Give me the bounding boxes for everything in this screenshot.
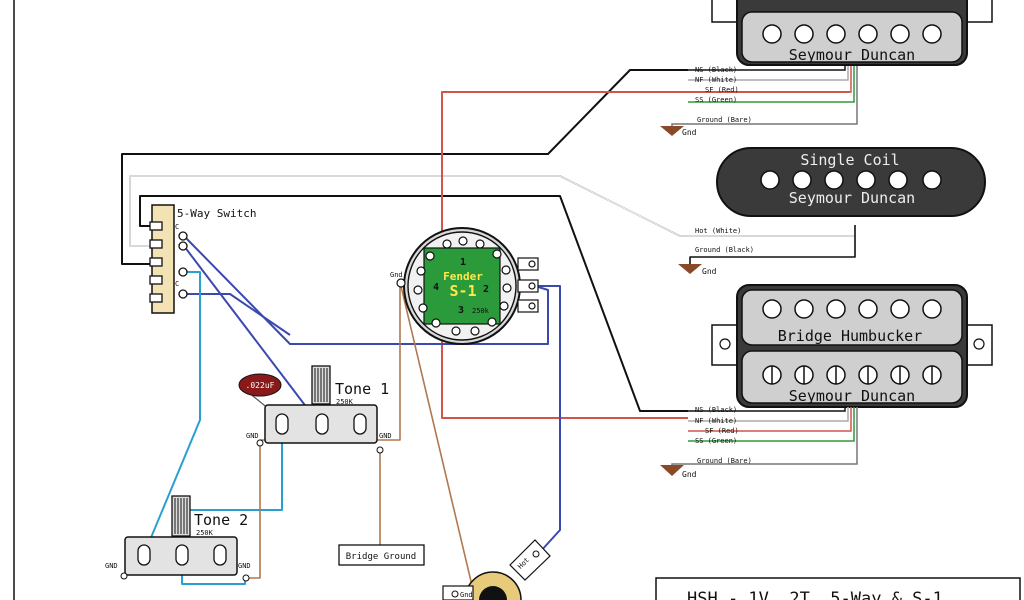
s1-gnd-label: Gnd <box>390 271 403 279</box>
middle-title: Single Coil <box>800 151 899 169</box>
switch-lugs-right <box>178 231 188 299</box>
five-way-switch: 5-Way Switch C C <box>149 204 256 314</box>
tone1-gnd-right: GND <box>379 432 392 440</box>
bridge-brand: Seymour Duncan <box>789 387 915 405</box>
bridge-pole-pieces-bottom <box>762 365 942 385</box>
tone2-pot: Tone 2 250K GND GND <box>105 495 251 582</box>
svg-text:NF (White): NF (White) <box>695 76 737 84</box>
tone2-gnd-right: GND <box>238 562 251 570</box>
switch-lugs-left <box>149 221 163 303</box>
middle-gnd-label: Gnd <box>702 267 717 276</box>
capacitor-body <box>238 373 282 397</box>
jack-hot-tab <box>509 539 551 581</box>
s1-gnd-lug <box>396 278 406 288</box>
middle-cover <box>716 147 986 217</box>
output-jack: Gnd Hot <box>442 539 551 600</box>
switch-label: 5-Way Switch <box>177 207 256 220</box>
jack-gnd-label: Gnd <box>460 591 473 599</box>
capacitor: .022uF <box>238 373 282 397</box>
svg-text:SF (Red): SF (Red) <box>705 86 739 94</box>
neck-gnd-label: Gnd <box>682 128 697 137</box>
middle-ground-label: Ground (Black) <box>695 246 754 254</box>
tone1-lugs <box>275 413 367 435</box>
ground-icon <box>660 465 684 476</box>
s1-lugs <box>413 236 512 336</box>
middle-single-coil: Single Coil Seymour Duncan <box>716 147 986 217</box>
tone1-label: Tone 1 <box>335 380 389 398</box>
s1-name: S-1 <box>449 282 476 300</box>
s1-value: 250k <box>472 307 490 315</box>
svg-text:NF (White): NF (White) <box>695 417 737 425</box>
tone2-label: Tone 2 <box>194 511 248 529</box>
tone2-gnd-left: GND <box>105 562 118 570</box>
title-text: HSH - 1V, 2T, 5-Way & S-1 <box>687 589 943 600</box>
bridge-ground-label: Bridge Ground <box>346 552 416 562</box>
bridge-ground-box: Bridge Ground <box>338 544 425 566</box>
neck-coil <box>741 11 963 63</box>
s1-num-1: 1 <box>460 257 466 268</box>
neck-wire-labels: NS (Black) NF (White) SF (Red) SS (Green… <box>695 66 752 124</box>
s1-brand: Fender <box>443 270 483 283</box>
wire-blue-2 <box>183 245 321 426</box>
wire-middle-white-inner <box>129 175 855 247</box>
wire-middle-ground <box>689 225 856 264</box>
middle-brand: Seymour Duncan <box>789 189 915 207</box>
middle-pole-pieces <box>760 170 942 190</box>
middle-hot-label: Hot (White) <box>695 227 741 235</box>
tone1-gnd-left: GND <box>246 432 259 440</box>
neck-pole-pieces <box>762 24 942 44</box>
switch-c-label-1: C <box>175 223 179 231</box>
bridge-pole-pieces-top <box>762 299 942 319</box>
bridge-humbucker: Bridge Humbucker Seymour Duncan <box>711 284 993 408</box>
ground-icon <box>678 264 702 274</box>
wire-cyan-1 <box>144 271 201 553</box>
tone1-value: 250K <box>336 398 354 406</box>
bridge-title: Bridge Humbucker <box>778 327 923 345</box>
ground-icon <box>660 126 684 136</box>
s1-num-4: 4 <box>433 282 439 293</box>
svg-text:SS (Green): SS (Green) <box>695 437 737 445</box>
wire-blue-1 <box>183 235 549 345</box>
svg-text:Ground (Bare): Ground (Bare) <box>697 457 752 465</box>
switch-c-label-2: C <box>175 280 179 288</box>
svg-text:SS (Green): SS (Green) <box>695 96 737 104</box>
svg-text:SF (Red): SF (Red) <box>705 427 739 435</box>
bridge-coil-bottom <box>741 350 963 404</box>
s1-board <box>423 247 501 325</box>
s1-num-3: 3 <box>458 305 464 316</box>
title-box: HSH - 1V, 2T, 5-Way & S-1 <box>655 577 1021 600</box>
bridge-wire-labels: NS (Black) NF (White) SF (Red) SS (Green… <box>695 406 752 465</box>
tone2-value: 250K <box>196 529 214 537</box>
neck-humbucker: Seymour Duncan <box>711 0 993 66</box>
neck-mount-left <box>711 0 739 23</box>
tone2-lugs <box>137 544 227 566</box>
s1-side-lugs <box>517 257 539 313</box>
svg-text:NS (Black): NS (Black) <box>695 406 737 414</box>
wire-neck-black <box>121 69 688 265</box>
svg-text:NS (Black): NS (Black) <box>695 66 737 74</box>
neck-brand: Seymour Duncan <box>789 46 915 64</box>
capacitor-value: .022uF <box>246 381 275 390</box>
jack-center <box>479 586 507 600</box>
wire-brown-2 <box>399 281 475 595</box>
wire-blue-output <box>532 285 561 553</box>
svg-text:Ground (Bare): Ground (Bare) <box>697 116 752 124</box>
wire-bridge-black <box>139 195 688 412</box>
fender-s1-pot: Fender S-1 250k 1 2 3 4 Gnd <box>390 227 539 345</box>
neck-mount-right <box>965 0 993 23</box>
s1-num-2: 2 <box>483 284 489 295</box>
tone1-pot: Tone 1 250K GND GND <box>246 365 392 454</box>
bridge-gnd-label: Gnd <box>682 470 697 479</box>
